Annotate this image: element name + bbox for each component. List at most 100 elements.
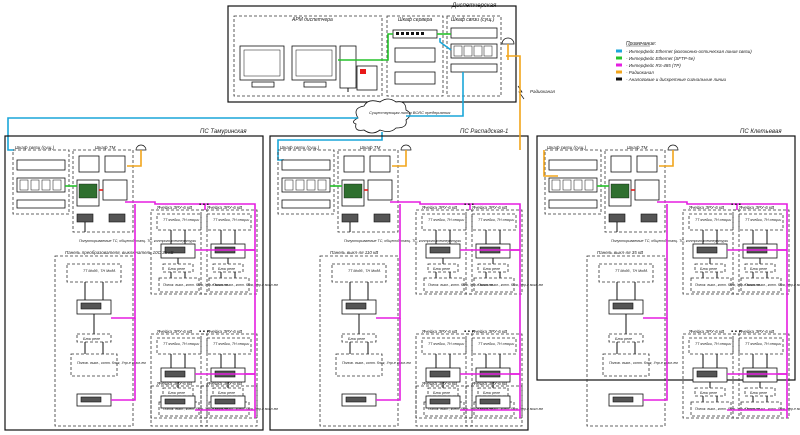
bay-frame	[150, 333, 208, 419]
tm-io-module	[634, 179, 660, 201]
optic-panel	[16, 159, 66, 171]
position-box	[740, 401, 782, 417]
bay-cell: Ячейка ЗРУ-6 кВ ТТ ячейки, ТН секцииБлок …	[150, 204, 229, 295]
server-cabinet-label: Шкаф сервера	[398, 17, 432, 23]
tt-label: ТТ ячейки, ТН секции	[745, 342, 781, 346]
tt-box	[206, 213, 252, 231]
relay-label: Блок реле	[168, 267, 185, 271]
tm-cabinet-label: Шкаф ТМ	[95, 145, 116, 150]
tt-label: ТТ ячейки, ТН секции	[478, 218, 514, 222]
relay-label: Блок реле	[483, 391, 500, 395]
tt-label: ТТ ячейки, ТН секции	[478, 342, 514, 346]
legend-item: - Интерфейс RS-485 (TP)	[616, 62, 681, 68]
position-box	[158, 277, 200, 293]
relay-label: Блок реле	[218, 391, 235, 395]
position-box	[208, 277, 250, 293]
dispatcher-room: Диспетчерская АРМ диспетчера Шкаф сервер…	[227, 3, 517, 103]
relay-label: Блок реле	[700, 391, 717, 395]
relay-label: Блок реле	[750, 391, 767, 395]
bay-frame	[415, 209, 473, 295]
dispatch-comm-box	[446, 15, 502, 97]
svg-text:▪ ▪ ▪: ▪ ▪ ▪	[731, 329, 741, 335]
substation-2-frame	[269, 135, 529, 431]
substation-1-frame	[4, 135, 264, 431]
tm-io-module	[102, 179, 128, 201]
relay-label: Блок реле	[168, 391, 185, 395]
relay-label: Блок реле	[348, 337, 365, 341]
tt-label: ТТ ячейки, ТН секции	[163, 342, 199, 346]
relay-box	[212, 263, 244, 273]
svg-text:- Радиоканал: - Радиоканал	[626, 70, 654, 75]
relay-label: Блок реле	[483, 267, 500, 271]
bay-frame	[465, 385, 523, 427]
bay-title: Ячейка ЗРУ-6 кВ	[206, 328, 242, 334]
dispatch-switch	[450, 63, 498, 73]
relay-label: Блок реле	[615, 337, 632, 341]
substation-3: Шкаф связи (сущ.)Шкаф ТМПолуоткрываемые …	[544, 144, 800, 427]
tt-mod-box	[598, 263, 654, 283]
position-label: Полож. выкл., конт. блок, Упр-е выкл-ем	[745, 283, 800, 287]
position-box	[690, 277, 732, 293]
comm-switch	[281, 199, 331, 209]
relay-box	[744, 263, 776, 273]
bay-title: Ячейка ЗРУ-6 кВ	[156, 328, 192, 334]
relay-box	[477, 263, 509, 273]
tt-mod-box	[331, 263, 387, 283]
position-label: Полож. выкл., конт. блок, Упр-е выкл-ем	[695, 283, 761, 287]
breaker-panel-box	[54, 255, 134, 427]
substation-2: Шкаф связи (сущ.)Шкаф ТМПолуоткрываемые …	[277, 144, 544, 427]
position-label: Полож. выкл., конт. блок, Упр-е выкл-ем	[478, 283, 544, 287]
bay-frame	[732, 209, 790, 295]
tm-terminal-2	[373, 213, 391, 223]
fiber-cloud: Существующая линия ВОЛС предприятия	[7, 72, 464, 161]
dispatch-optic-panel	[450, 27, 498, 39]
position-label: Полож. выкл., конт. блок, Упр-е выкл-ем	[478, 407, 544, 411]
antenna-icon	[135, 144, 147, 151]
tm-terminal-2	[640, 213, 658, 223]
position-label: Полож. выкл., конт. блок, Упр-е выкл-ем	[695, 407, 761, 411]
bay-title: Ячейка ЗРУ-6 кВ	[206, 204, 242, 210]
bay-title: Ячейка ЗРУ-6 кВ	[421, 380, 457, 386]
tm-cabinet-label: Шкаф ТМ	[627, 145, 648, 150]
tt-mod-label: ТТ Модд., ТН Модд.	[348, 269, 381, 273]
relay-label: Блок реле	[433, 267, 450, 271]
substation-3-title: ПС Клетьевая	[740, 129, 782, 135]
relay-label: Блок реле	[433, 391, 450, 395]
bay-title: Ячейка ЗРУ-6 кВ	[156, 204, 192, 210]
relay-box	[608, 333, 644, 343]
tm-io-module	[367, 179, 393, 201]
bay-cell: Ячейка ЗРУ-6 кВ ТТ ячейки, ТН секцииБлок …	[150, 328, 229, 419]
cloud-icon	[353, 98, 411, 134]
breaker-panel-box	[319, 255, 399, 427]
control-note: Полуоткрываемые ТС, общеподстанц. ТС, ко…	[344, 239, 461, 243]
server-unit	[394, 47, 436, 63]
comm-switch	[16, 199, 66, 209]
comm-cabinet-label: Шкаф связи (сущ.)	[547, 145, 587, 150]
tt-label: ТТ ячейки, ТН секции	[695, 342, 731, 346]
comm-cabinet-label: Шкаф связи (сущ.)	[280, 145, 320, 150]
position-box	[473, 277, 515, 293]
substation-1-title: ПС Тамуринская	[200, 129, 247, 135]
position-label: Полож. выкл., конт. блок, Упр-е выкл-ем	[428, 283, 494, 287]
legend-item: - Радиоканал	[616, 70, 654, 75]
relay-box	[76, 333, 112, 343]
tm-unit-1	[343, 155, 365, 173]
tm-unit-2	[369, 155, 391, 173]
position-label: Полож. выкл., конт. блок, Упр-е выкл-ем	[342, 361, 411, 365]
position-box	[335, 353, 383, 377]
server-cabinet-box	[386, 15, 444, 97]
tt-label: ТТ ячейки, ТН секции	[163, 218, 199, 222]
svg-text:▪ ▪ ▪: ▪ ▪ ▪	[199, 202, 209, 208]
tt-box	[421, 213, 467, 231]
tm-unit-1	[610, 155, 632, 173]
bay-frame	[465, 333, 523, 419]
tt-box	[156, 337, 202, 355]
relay-label: Блок реле	[750, 267, 767, 271]
relay-label: Блок реле	[700, 267, 717, 271]
antenna-icon	[667, 144, 679, 151]
keyboard-2	[303, 81, 327, 88]
relay-box	[694, 263, 726, 273]
